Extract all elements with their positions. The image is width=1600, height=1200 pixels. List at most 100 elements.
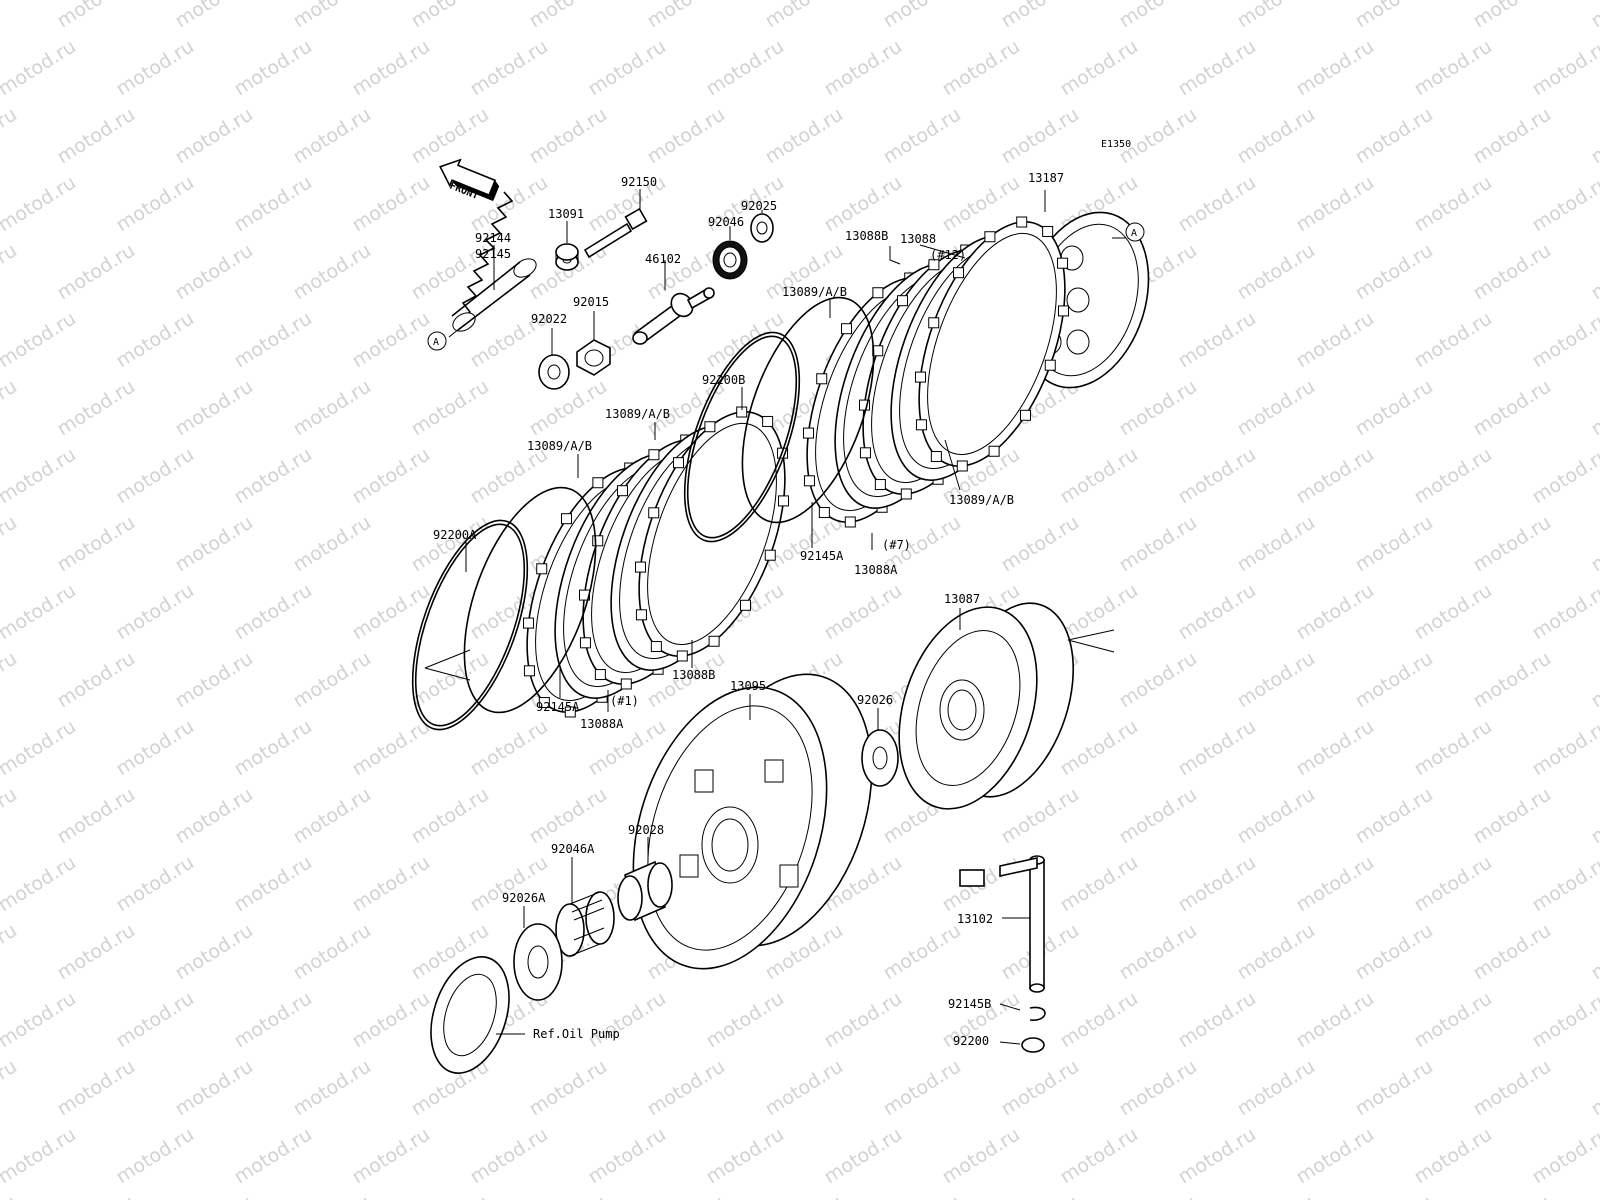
marker-a-left: A (427, 331, 447, 351)
plate-tab (592, 477, 604, 489)
callout-13089AB-mid: 13089/A/B (605, 407, 670, 421)
plate-tab (676, 650, 688, 662)
note-n12: (#12) (930, 248, 966, 262)
plate-tab (739, 599, 751, 611)
plate-tab (872, 287, 884, 299)
plate-tab (930, 451, 942, 463)
plate-tab (859, 447, 871, 459)
plate-tab (859, 399, 871, 411)
callout-13088B-top: 13088B (845, 229, 888, 243)
plate-tab (564, 706, 576, 718)
plate-tab (523, 617, 535, 629)
collar-13091 (555, 243, 579, 271)
clutch-spring (451, 191, 537, 332)
plate-tab (915, 419, 927, 431)
clutch-hub-13087 (898, 602, 1115, 810)
washer-92026A (513, 923, 563, 1001)
callout-92022: 92022 (531, 312, 567, 326)
plate-tab (988, 445, 1000, 457)
watermark-text: motod.ru (0, 1191, 21, 1200)
plate-tab (1057, 257, 1069, 269)
callout-13088A-left: 13088A (580, 717, 624, 731)
plate-tab (538, 697, 550, 709)
callout-92144: 92144 (475, 231, 511, 245)
callout-92026: 92026 (857, 693, 893, 707)
plate-tab (635, 561, 647, 573)
callout-13089AB-left: 13089/A/B (527, 439, 592, 453)
clutch-housing-13095 (632, 673, 873, 970)
plate-tab (620, 678, 632, 690)
callout-92046: 92046 (708, 215, 744, 229)
washer-92025 (750, 213, 774, 243)
bolt-92150 (583, 207, 648, 259)
plate-tab (777, 495, 789, 507)
plate-tab (928, 317, 940, 329)
release-shaft-13102 (959, 855, 1046, 1053)
oil-pump-gear (430, 956, 510, 1074)
plate-tab (984, 231, 996, 243)
plate-tab (561, 513, 573, 525)
callout-92026A: 92026A (502, 891, 546, 905)
callout-92150: 92150 (621, 175, 657, 189)
washer-92022 (538, 354, 570, 390)
push-rod-46102 (632, 287, 715, 345)
callout-92015: 92015 (573, 295, 609, 309)
callout-92200B: 92200B (702, 373, 745, 387)
ref-oil-pump-label: Ref.Oil Pump (533, 1027, 620, 1041)
callout-13087: 13087 (944, 592, 980, 606)
plate-tab (579, 637, 591, 649)
callout-13102: 13102 (957, 912, 993, 926)
callout-13088B-bottom: 13088B (672, 668, 715, 682)
plate-stack-left (523, 406, 789, 718)
plate-tab (1057, 305, 1069, 317)
marker-a-right: A (1125, 222, 1145, 242)
callout-46102: 46102 (645, 252, 681, 266)
plate-tab (764, 549, 776, 561)
callout-92046A: 92046A (551, 842, 595, 856)
note-n7: (#7) (882, 538, 911, 552)
plate-tab (704, 421, 716, 433)
callout-13088A-right: 13088A (854, 563, 898, 577)
plate-tab (1044, 359, 1056, 371)
callout-92145A-right: 92145A (800, 549, 844, 563)
washer-92026 (861, 729, 899, 787)
callout-92025: 92025 (741, 199, 777, 213)
plate-tab (592, 535, 604, 547)
plate-tab (1019, 409, 1031, 421)
bearing-92046 (712, 240, 748, 280)
svg-text:A: A (433, 337, 439, 348)
plate-tab (673, 457, 685, 469)
callout-13095: 13095 (730, 679, 766, 693)
callout-13089AB-right: 13089/A/B (949, 493, 1014, 507)
plate-tab (708, 635, 720, 647)
plate-tab (536, 563, 548, 575)
plate-tab (1016, 216, 1028, 228)
plate-tab (874, 479, 886, 491)
callout-92200A: 92200A (433, 528, 477, 542)
plate-tab (841, 323, 853, 335)
plate-tab (635, 609, 647, 621)
leader-lines (424, 189, 1126, 1045)
plate-tab (915, 371, 927, 383)
plate-tab (818, 507, 830, 519)
needle-bearing-92046A (555, 891, 615, 957)
callout-92145A-left: 92145A (536, 700, 580, 714)
callout-92145: 92145 (475, 247, 511, 261)
callout-13089AB-top: 13089/A/B (782, 285, 847, 299)
plate-tab (897, 295, 909, 307)
callout-13091: 13091 (548, 207, 584, 221)
callout-92200: 92200 (953, 1034, 989, 1048)
plate-tab (928, 259, 940, 271)
plate-tab (816, 373, 828, 385)
front-arrow-icon (439, 158, 500, 202)
plate-tab (650, 641, 662, 653)
nut-92015 (576, 339, 611, 376)
sleeve-92028 (617, 860, 673, 922)
plate-tab (762, 415, 774, 427)
plate-tab (1042, 225, 1054, 237)
plate-inner-edge (647, 422, 777, 646)
callout-13088: 13088 (900, 232, 936, 246)
